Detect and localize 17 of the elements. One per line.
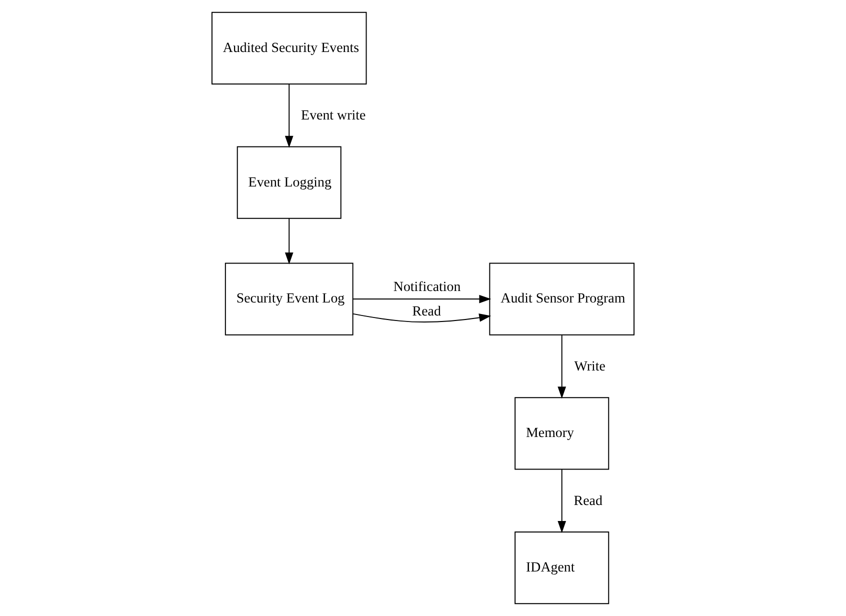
arrow — [558, 469, 566, 533]
node-box: Memory — [514, 397, 610, 470]
arrow — [558, 334, 566, 399]
node-box: IDAgent — [514, 531, 610, 604]
edge-label: Notification — [393, 280, 461, 295]
edge-label: Event write — [301, 108, 366, 124]
edge-label: Read — [412, 304, 441, 320]
edge-label: Read — [574, 494, 602, 509]
arrow — [284, 218, 294, 264]
arrow — [352, 294, 492, 304]
node-box: Security Event Log — [224, 262, 354, 336]
node-box: Event Logging — [236, 146, 342, 219]
edge-label: Write — [574, 359, 606, 374]
arrow — [284, 84, 294, 148]
node-box: Audit Sensor Program — [489, 262, 635, 336]
arrow — [352, 313, 492, 323]
node-box: Audited Security Events — [211, 12, 367, 85]
